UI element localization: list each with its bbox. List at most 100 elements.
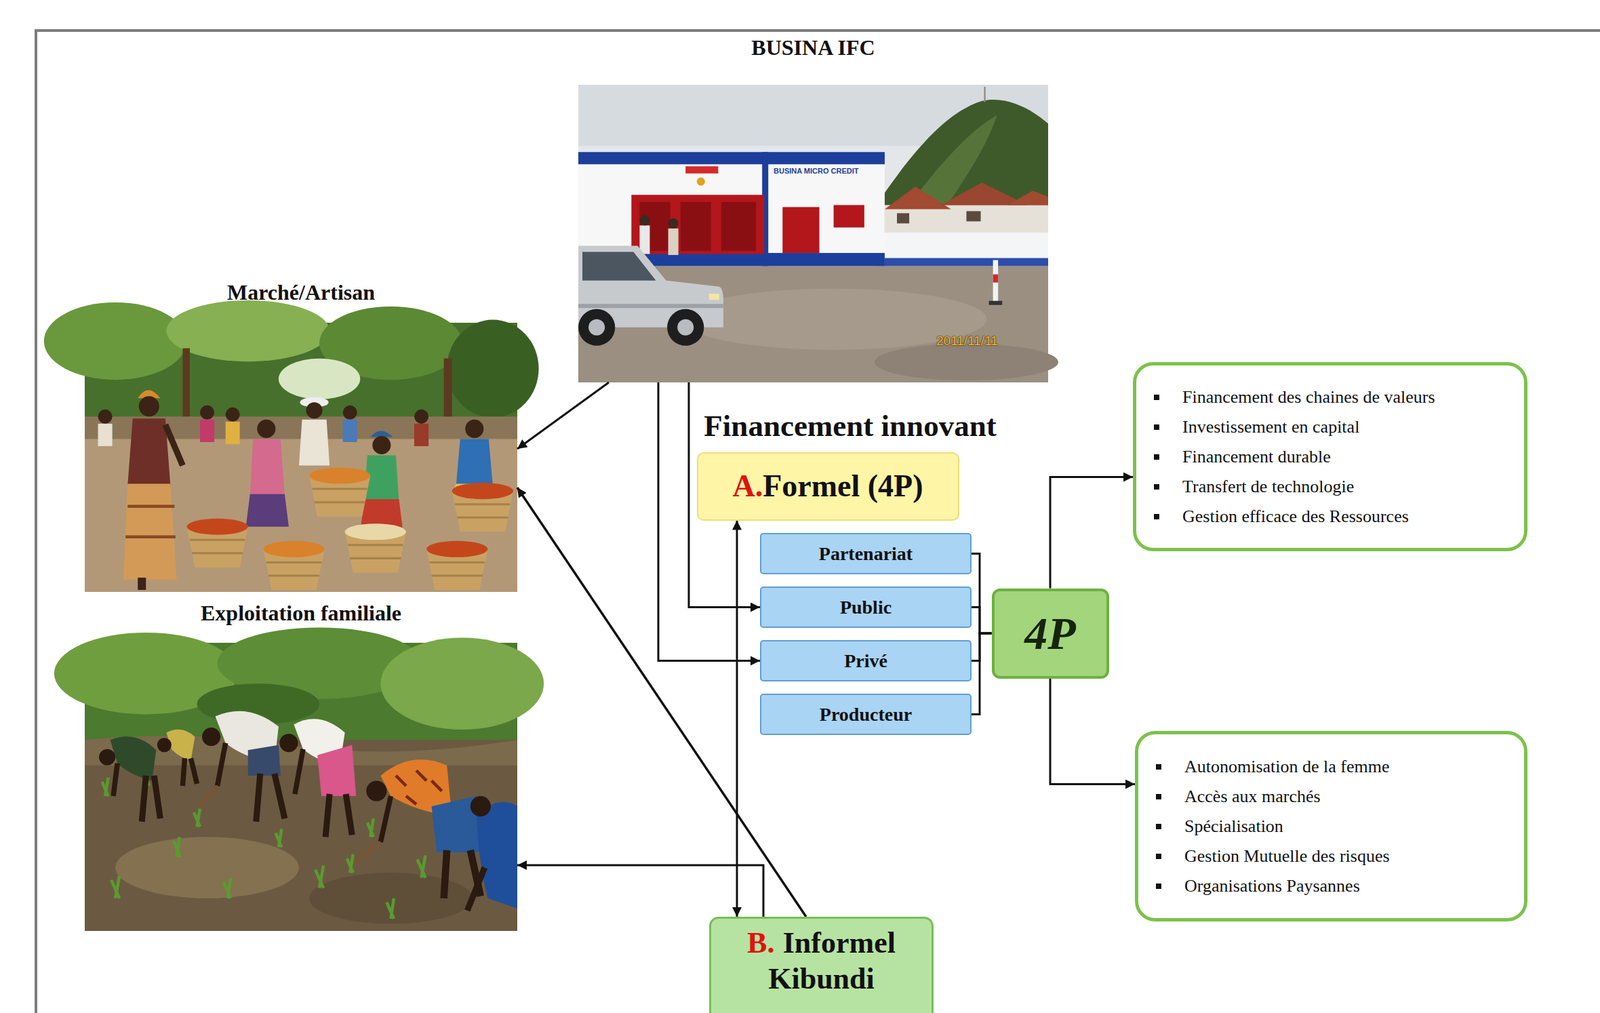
illustration-part (709, 293, 720, 300)
bullet-text: Transfert de technologie (1182, 476, 1354, 497)
hub-box: 4P (991, 588, 1110, 679)
bullet-text: Gestion Mutuelle des risques (1184, 846, 1390, 867)
illustration-part (263, 541, 325, 558)
illustration-part (395, 770, 443, 805)
photo-panel: Exploitation familiale (84, 642, 518, 931)
illustration-part (582, 252, 656, 281)
bullet-text: Autonomisation de la femme (1184, 756, 1390, 777)
connector-arrow (1050, 678, 1135, 785)
bullet-square (1155, 853, 1162, 859)
illustration-part (884, 186, 952, 209)
bullet-row: Spécialisation (1155, 811, 1508, 842)
bullet-square (1153, 394, 1160, 400)
bullet-text: Accès aux marchés (1184, 786, 1321, 807)
illustration-part (414, 423, 429, 447)
illustration-part (680, 202, 712, 251)
component-box: Partenariat (760, 532, 972, 575)
bullet-text: Spécialisation (1184, 816, 1284, 837)
bullet-text: Investissement en capital (1182, 416, 1360, 438)
photo-panel: Marché/Artisan (84, 322, 518, 592)
illustration-part (317, 745, 356, 796)
connector-arrow (736, 520, 739, 918)
photo-panel: BUSINA IFCBUSINA MICRO CREDIT2011/11/11 (578, 84, 1049, 383)
bullet-row: Gestion efficace des Ressources (1153, 501, 1508, 532)
illustration-part (138, 395, 160, 417)
box-label: 4P (1024, 606, 1076, 661)
illustration-part (266, 562, 322, 576)
bullet-panel: Financement des chaines de valeursInvest… (1132, 362, 1528, 552)
photo-heading: Exploitation familiale (84, 600, 518, 626)
illustration-part (380, 795, 391, 843)
illustration-part (588, 319, 605, 336)
bracket-line (971, 633, 992, 662)
illustration-part (306, 402, 323, 419)
illustration-part (343, 419, 358, 443)
connector-arrow (517, 865, 764, 917)
illustration-part (44, 302, 188, 380)
market-photo (44, 300, 539, 592)
illustration-part (141, 775, 160, 822)
bullet-square (1153, 484, 1160, 490)
bullet-row: Transfert de technologie (1153, 471, 1508, 502)
bullet-row: Organisations Paysannes (1155, 871, 1508, 902)
illustration-part (225, 407, 240, 422)
bullet-row: Financement durable (1153, 442, 1508, 472)
bullet-row: Autonomisation de la femme (1155, 751, 1508, 782)
bullet-row: Financement des chaines de valeurs (1153, 382, 1508, 413)
illustration-part (467, 867, 485, 911)
illustration-part (454, 504, 510, 518)
illustration-part (165, 424, 184, 466)
illustration-part (199, 785, 218, 809)
bullet-square (1155, 883, 1162, 889)
illustration-part (166, 300, 330, 362)
illustration-part (325, 793, 352, 837)
illustration-part (966, 210, 981, 222)
illustration-part (217, 743, 226, 786)
illustration-part (298, 419, 330, 466)
illustration-part (426, 541, 488, 558)
illustration-part (366, 780, 387, 801)
illustration-part (200, 419, 215, 443)
bullet-row: Gestion Mutuelle des risques (1155, 841, 1508, 872)
bullet-square (1153, 513, 1160, 520)
date-stamp: 2011/11/11 (936, 334, 998, 349)
illustration-part (102, 767, 426, 919)
illustration-part (157, 737, 172, 752)
illustration-part (446, 319, 539, 417)
photo-heading: BUSINA IFC (578, 35, 1049, 61)
bullet-square (1155, 764, 1162, 770)
bracket-line (971, 553, 992, 634)
illustration-part (578, 151, 885, 165)
box-title: A.Formel (4P) (732, 468, 923, 505)
illustration-part (347, 545, 403, 559)
bullet-row: Accès aux marchés (1155, 781, 1508, 812)
bullet-text: Organisations Paysannes (1184, 875, 1360, 897)
illustration-part (248, 745, 281, 776)
illustration-part (639, 214, 650, 226)
illustration-part (578, 309, 615, 346)
sign-text: BUSINA MICRO CREDIT (773, 166, 859, 175)
illustration-part (578, 303, 724, 308)
illustration-part (186, 518, 248, 535)
bullet-text: Financement des chaines de valeurs (1182, 387, 1436, 408)
illustration-part (465, 419, 484, 438)
illustration-part (896, 212, 910, 224)
photo-heading: Marché/Artisan (84, 280, 518, 306)
bullet-row: Investissement en capital (1153, 412, 1508, 443)
building-photo (578, 84, 1059, 383)
illustration-part (456, 438, 493, 486)
illustration-part (256, 419, 276, 438)
illustration-part (380, 637, 544, 730)
illustration-part (452, 482, 514, 499)
illustration-part (345, 523, 407, 540)
category-box: A.Formel (4P) (696, 452, 960, 521)
illustration-part (668, 218, 679, 229)
illustration-part (631, 194, 765, 254)
illustration-part (874, 232, 1049, 267)
illustration-part (993, 274, 999, 283)
bullet-square (1153, 424, 1160, 430)
illustration-part (250, 438, 285, 496)
illustration-part (470, 795, 491, 817)
box-label: Producteur (819, 703, 912, 726)
illustration-part (312, 488, 368, 503)
